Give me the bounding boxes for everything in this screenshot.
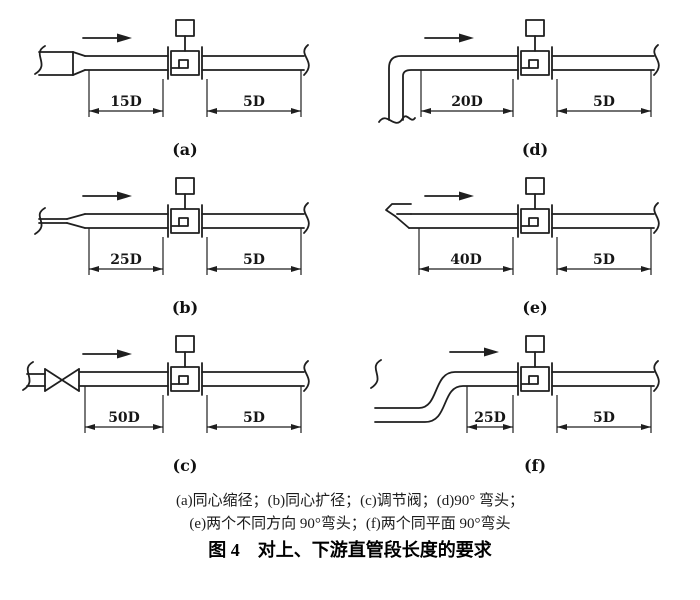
- upstream-dimension: 25D: [88, 228, 164, 275]
- pipe: [551, 360, 660, 392]
- pipe-diagram-e: 40D 5D (e): [385, 177, 660, 317]
- figure-title: 图 4 对上、下游直管段长度的要求: [208, 540, 492, 560]
- flow-meter: [167, 335, 203, 396]
- flow-direction-arrow-icon: [424, 191, 474, 201]
- control-valve-fitting: [22, 361, 80, 392]
- panel-b: 25D 5D (b): [5, 172, 335, 322]
- panel-a: 15D 5D (a): [5, 14, 335, 164]
- expander-fitting: [34, 207, 86, 235]
- elbow-fitting: [378, 55, 519, 124]
- panel-f: 25D 5D (f): [355, 330, 685, 480]
- downstream-dimension: 5D: [206, 386, 302, 433]
- downstream-length-label: 5D: [243, 410, 265, 426]
- flow-meter: [167, 19, 203, 80]
- flow-direction-arrow-icon: [424, 33, 474, 43]
- upstream-length-label: 50D: [108, 410, 140, 426]
- flow-meter: [167, 177, 203, 238]
- panel-letter: (f): [524, 456, 546, 475]
- downstream-dimension: 5D: [206, 228, 302, 275]
- upstream-length-label: 25D: [110, 252, 142, 268]
- upstream-length-label: 15D: [110, 94, 142, 110]
- flow-direction-arrow-icon: [82, 191, 132, 201]
- upstream-dimension: 20D: [420, 70, 514, 117]
- downstream-dimension: 5D: [206, 70, 302, 117]
- downstream-dimension: 5D: [556, 228, 652, 275]
- panel-letter: (d): [522, 140, 548, 159]
- upstream-length-label: 20D: [451, 94, 483, 110]
- flow-meter: [517, 335, 553, 396]
- flow-direction-arrow-icon: [82, 349, 132, 359]
- reducer-fitting: [34, 45, 86, 76]
- upstream-dimension: 40D: [418, 228, 514, 275]
- downstream-length-label: 5D: [593, 410, 615, 426]
- panel-e: 40D 5D (e): [355, 172, 685, 322]
- downstream-dimension: 5D: [556, 70, 652, 117]
- pipe: [78, 360, 310, 392]
- panel-letter: (b): [172, 298, 198, 317]
- pipe: [551, 44, 660, 76]
- pipe: [84, 202, 310, 234]
- downstream-length-label: 5D: [593, 252, 615, 268]
- out-of-plane-elbow-fitting: [385, 203, 412, 229]
- pipe: [408, 202, 660, 234]
- pipe-diagram-a: 15D 5D (a): [34, 19, 310, 159]
- downstream-length-label: 5D: [243, 252, 265, 268]
- pipe-diagram-c: 50D 5D (c): [22, 335, 310, 475]
- upstream-dimension: 50D: [84, 386, 164, 433]
- upstream-dimension: 25D: [466, 386, 514, 433]
- panel-d: 20D 5D (d): [355, 14, 685, 164]
- figure-caption: (a)同心缩径；(b)同心扩径；(c)调节阀；(d)90° 弯头； (e)两个不…: [0, 490, 700, 564]
- caption-line-1: (a)同心缩径；(b)同心扩径；(c)调节阀；(d)90° 弯头；: [175, 493, 525, 509]
- panel-letter: (e): [522, 298, 547, 317]
- diagram-grid: 15D 5D (a): [0, 14, 700, 480]
- flow-direction-arrow-icon: [82, 33, 132, 43]
- downstream-length-label: 5D: [243, 94, 265, 110]
- figure-4: 15D 5D (a): [0, 14, 700, 564]
- caption-line-2: (e)两个不同方向 90°弯头；(f)两个同平面 90°弯头: [189, 515, 511, 532]
- pipe-diagram-f: 25D 5D (f): [370, 335, 660, 475]
- flow-meter: [517, 177, 553, 238]
- flow-direction-arrow-icon: [449, 347, 499, 357]
- panel-c: 50D 5D (c): [5, 330, 335, 480]
- upstream-dimension: 15D: [88, 70, 164, 117]
- panel-letter: (a): [172, 140, 198, 159]
- flow-meter: [517, 19, 553, 80]
- upstream-length-label: 25D: [474, 410, 506, 426]
- panel-letter: (c): [173, 456, 198, 475]
- pipe-diagram-b: 25D 5D (b): [34, 177, 310, 317]
- downstream-dimension: 5D: [556, 386, 652, 433]
- pipe: [84, 44, 310, 76]
- upstream-length-label: 40D: [450, 252, 482, 268]
- pipe-diagram-d: 20D 5D (d): [378, 19, 660, 159]
- s-bend-fitting: [370, 359, 519, 423]
- downstream-length-label: 5D: [593, 94, 615, 110]
